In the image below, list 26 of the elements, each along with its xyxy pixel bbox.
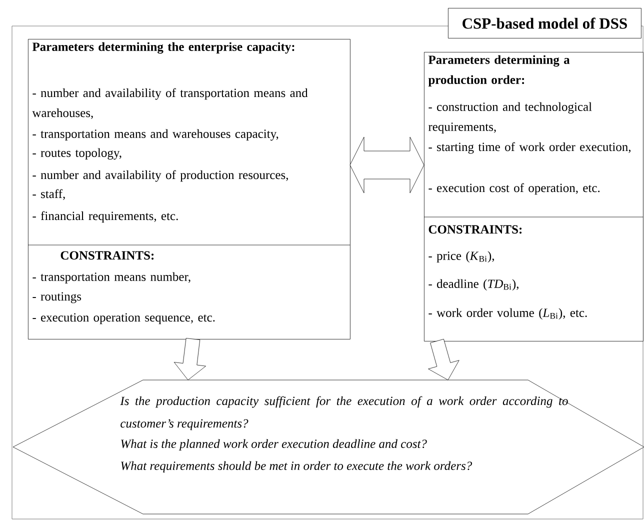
block-arrow bbox=[174, 338, 206, 380]
question-text: Is the production capacity sufficient for the execution of a work order according to customer’s requirements? bbox=[120, 396, 568, 430]
list-item: - number and availability of production resources, bbox=[32, 170, 288, 182]
question-text: What is the planned work order execution deadline and cost? bbox=[121, 439, 427, 451]
list-item: - deadline (TD$_{Bi}$), bbox=[428, 279, 518, 291]
list-item: - transportation means number, bbox=[32, 272, 190, 284]
list-item: - number and availability of transportation means and warehouses, bbox=[32, 88, 308, 119]
list-item: - staff, bbox=[32, 189, 65, 200]
list-item: - execution cost of operation, etc. bbox=[428, 183, 600, 195]
list-item: - transportation means and warehouses capacity, bbox=[32, 129, 278, 141]
list-item: - routings bbox=[32, 292, 82, 304]
block-arrow bbox=[350, 136, 424, 194]
list-item: - construction and technological requirements, bbox=[428, 102, 592, 134]
heading: CONSTRAINTS: bbox=[428, 225, 522, 234]
list-item: - work order volume (L$_{Bi}$), etc. bbox=[428, 308, 587, 320]
list-item: - financial requirements, etc. bbox=[32, 211, 178, 223]
list-item: - price (K$_{Bi}$), bbox=[428, 251, 494, 263]
block-arrow bbox=[428, 338, 460, 380]
list-item: - routes topology, bbox=[32, 148, 122, 160]
list-item: - execution operation sequence, etc. bbox=[32, 313, 215, 324]
list-item: - starting time of work order execution, bbox=[428, 142, 630, 154]
heading: CONSTRAINTS: bbox=[60, 251, 154, 260]
question-text: What requirements should be met in order to execute the work orders? bbox=[121, 461, 472, 473]
heading: Parameters determining the enterprise capacity: bbox=[32, 42, 294, 54]
title-tab: CSP-based model of DSS bbox=[448, 8, 642, 38]
heading: Parameters determining a production order: bbox=[428, 55, 570, 87]
